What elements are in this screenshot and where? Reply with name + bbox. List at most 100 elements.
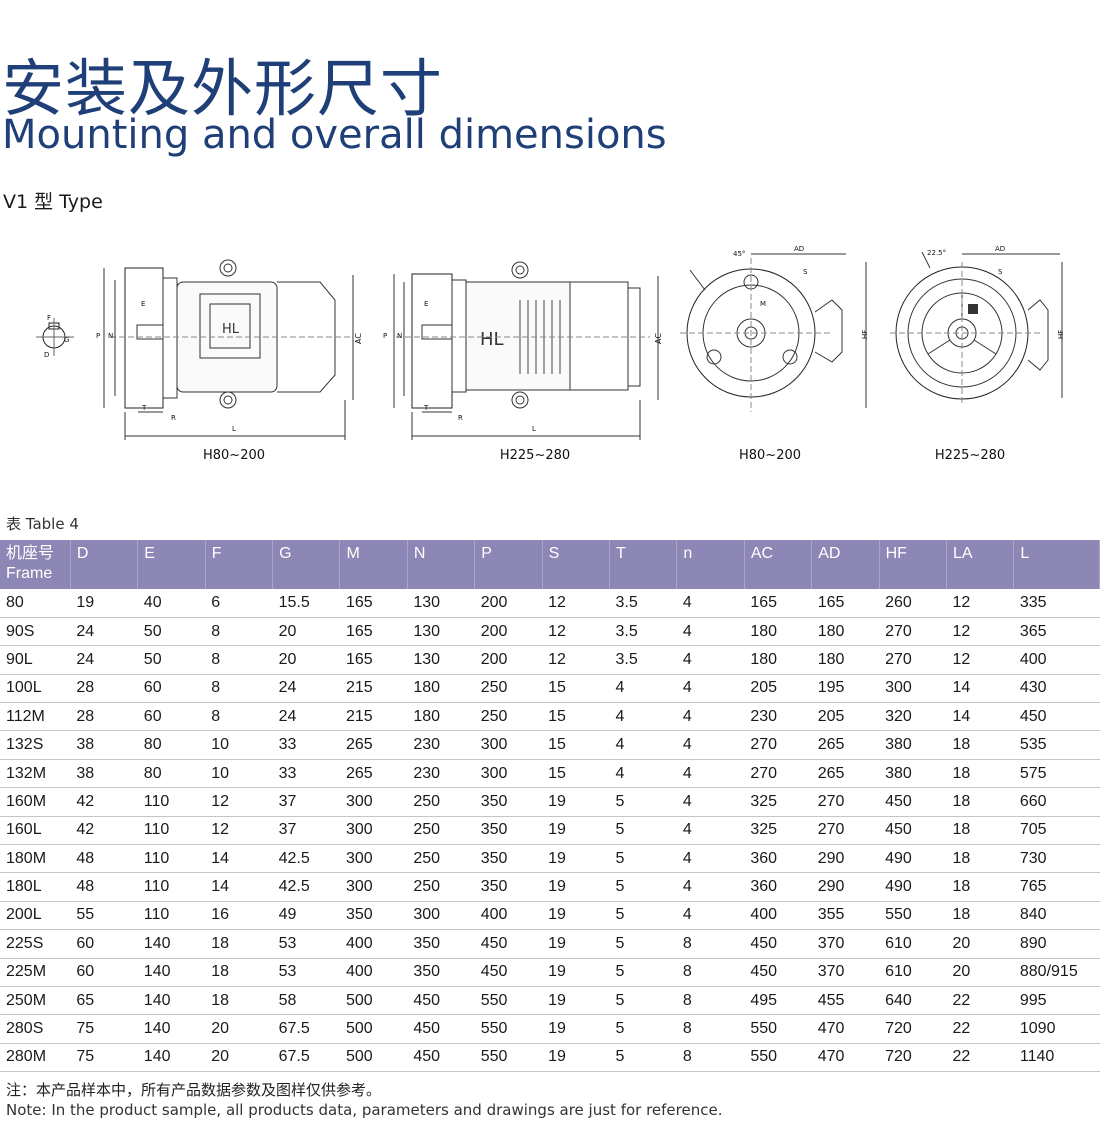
type-label: V1 型 Type	[3, 191, 103, 213]
value-cell: 50	[137, 645, 206, 675]
value-cell: 8	[205, 702, 273, 732]
label-S-2: S	[998, 268, 1003, 276]
value-cell: 455	[811, 986, 880, 1016]
value-cell: 19	[542, 844, 610, 874]
value-cell: 250	[474, 674, 543, 704]
value-cell: 250	[407, 844, 475, 874]
label-22-5deg: 22.5°	[927, 249, 946, 257]
value-cell: 12	[946, 589, 1014, 618]
value-cell: 720	[879, 1014, 947, 1044]
value-cell: 890	[1013, 929, 1100, 959]
value-cell: 470	[811, 1014, 880, 1044]
column-header-f: F	[205, 540, 274, 589]
value-cell: 495	[744, 986, 812, 1016]
frame-cell: 132M	[0, 759, 71, 789]
value-cell: 6	[205, 589, 273, 618]
value-cell: 200	[474, 645, 543, 675]
frame-cell: 90L	[0, 645, 71, 675]
value-cell: 12	[205, 816, 273, 846]
frame-cell: 250M	[0, 986, 71, 1016]
value-cell: 38	[70, 759, 138, 789]
value-cell: 130	[407, 645, 475, 675]
value-cell: 550	[879, 901, 947, 931]
frame-cell: 80	[0, 589, 71, 618]
value-cell: 42	[70, 816, 138, 846]
value-cell: 270	[879, 645, 947, 675]
label-R-2: R	[458, 414, 463, 422]
value-cell: 60	[70, 958, 138, 987]
value-cell: 165	[744, 589, 812, 618]
value-cell: 48	[70, 872, 138, 902]
label-S-1: S	[803, 268, 808, 276]
value-cell: 270	[744, 730, 812, 760]
frame-cell: 225M	[0, 958, 71, 987]
label-T-1: T	[141, 404, 147, 412]
value-cell: 450	[744, 929, 812, 959]
value-cell: 19	[70, 589, 138, 618]
value-cell: 250	[407, 872, 475, 902]
value-cell: 28	[70, 702, 138, 732]
value-cell: 4	[676, 617, 745, 647]
value-cell: 350	[339, 901, 408, 931]
value-cell: 53	[272, 958, 340, 987]
value-cell: 400	[339, 929, 408, 959]
value-cell: 19	[542, 929, 610, 959]
value-cell: 16	[205, 901, 273, 931]
label-AD-1: AD	[794, 245, 804, 253]
value-cell: 350	[407, 958, 475, 987]
value-cell: 14	[205, 844, 273, 874]
value-cell: 37	[272, 816, 340, 846]
value-cell: 14	[205, 872, 273, 902]
value-cell: 18	[946, 816, 1014, 846]
column-header-e: E	[137, 540, 206, 589]
note-cn: 注：本产品样本中，所有产品数据参数及图样仅供参考。	[6, 1081, 382, 1099]
value-cell: 765	[1013, 872, 1100, 902]
value-cell: 550	[474, 986, 543, 1016]
value-cell: 80	[137, 730, 206, 760]
value-cell: 5	[609, 958, 677, 987]
value-cell: 10	[205, 730, 273, 760]
value-cell: 165	[811, 589, 880, 618]
value-cell: 230	[407, 759, 475, 789]
value-cell: 370	[811, 929, 880, 959]
label-P-2: P	[383, 332, 387, 340]
value-cell: 230	[407, 730, 475, 760]
value-cell: 18	[205, 958, 273, 987]
frame-cell: 180L	[0, 872, 71, 902]
column-header-g: G	[272, 540, 341, 589]
value-cell: 400	[744, 901, 812, 931]
value-cell: 1140	[1013, 1043, 1100, 1073]
label-T-2: T	[423, 404, 429, 412]
value-cell: 450	[407, 1014, 475, 1044]
value-cell: 19	[542, 816, 610, 846]
value-cell: 840	[1013, 901, 1100, 931]
value-cell: 205	[744, 674, 812, 704]
label-AD-2: AD	[995, 245, 1005, 253]
value-cell: 33	[272, 759, 340, 789]
value-cell: 19	[542, 958, 610, 987]
frame-cell: 160L	[0, 816, 71, 846]
value-cell: 550	[744, 1014, 812, 1044]
value-cell: 300	[339, 872, 408, 902]
value-cell: 22	[946, 986, 1014, 1016]
frame-header-cn: 机座号	[6, 545, 55, 562]
value-cell: 67.5	[272, 1043, 340, 1073]
side-view-drawing-small: HL E P N AC T R L	[96, 259, 363, 440]
value-cell: 18	[946, 730, 1014, 760]
value-cell: 60	[70, 929, 138, 959]
value-cell: 1090	[1013, 1014, 1100, 1044]
value-cell: 12	[205, 787, 273, 817]
value-cell: 3.5	[609, 617, 677, 647]
value-cell: 4	[609, 759, 677, 789]
label-P-1: P	[96, 332, 100, 340]
value-cell: 300	[339, 787, 408, 817]
value-cell: 450	[407, 986, 475, 1016]
frame-cell: 225S	[0, 929, 71, 959]
value-cell: 28	[70, 674, 138, 704]
drawing-caption-2: H225~280	[499, 448, 571, 463]
value-cell: 140	[137, 986, 206, 1016]
value-cell: 720	[879, 1043, 947, 1073]
value-cell: 8	[205, 617, 273, 647]
